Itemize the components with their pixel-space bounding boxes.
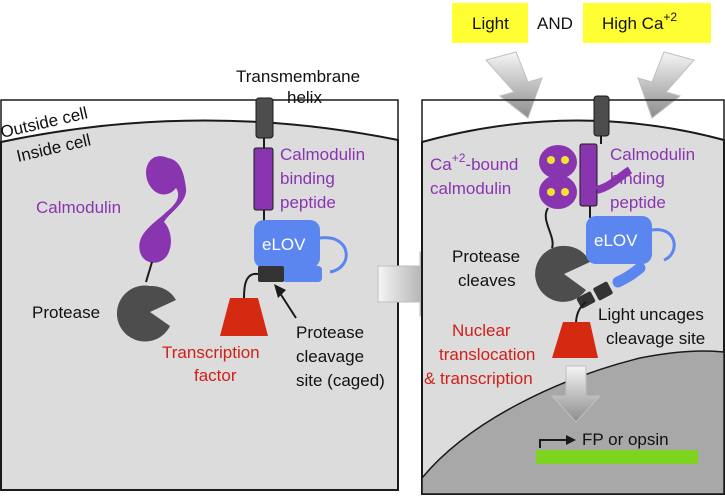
elov-label-left: eLOV: [262, 235, 306, 254]
transmembrane-label-line1: Transmembrane: [236, 67, 360, 86]
ca-bound-suffix: -bound: [465, 155, 518, 174]
nuclear-translocation-label-line2: translocation: [439, 345, 535, 364]
nuclear-translocation-label-line1: Nuclear: [452, 321, 511, 340]
left-cell-body: [0, 119, 399, 491]
transcription-factor-label-line2: factor: [194, 366, 237, 385]
light-condition-box: [452, 3, 528, 43]
cleaved-site-fragment: [593, 281, 613, 301]
cbp-left-line1: Calmodulin: [280, 145, 365, 164]
cleavage-site-label-line2: cleavage: [296, 347, 364, 366]
calcium-ion: [547, 156, 555, 164]
cleaved-site-fragment: [576, 291, 596, 309]
ca-input-arrow: [637, 51, 695, 119]
elov-label-right: eLOV: [594, 231, 638, 250]
calmodulin-protease-linker-right: [544, 207, 554, 249]
calcium-ion: [547, 188, 555, 196]
transcription-factor-right: [552, 322, 598, 358]
calmodulin-binding-peptide-right: [579, 143, 598, 207]
transmembrane-helix-left: [255, 97, 274, 139]
protease-shape-right: [535, 245, 590, 302]
calmodulin-binding-peptide-left: [253, 147, 274, 211]
elov-loop-right: [651, 228, 676, 262]
cbp-tail-right: [595, 166, 633, 194]
promoter-arrowhead: [566, 435, 576, 445]
ca-bound-calmodulin-label-line2: calmodulin: [430, 179, 511, 198]
cleavage-pointer-arrowhead: [274, 284, 286, 298]
fp-opsin-label: FP or opsin: [582, 430, 669, 449]
elov-box-left: [254, 220, 320, 268]
protease-shape: [116, 285, 176, 342]
light-condition-label: Light: [472, 14, 509, 33]
jalpha-released-right: [612, 262, 646, 288]
tf-linker-right: [575, 301, 587, 325]
ca-calmodulin-lobe-top: [539, 145, 577, 179]
high-ca-condition-label: High Ca+2: [602, 10, 677, 33]
transcription-factor-left: [220, 298, 268, 336]
ca-superscript: +2: [452, 151, 466, 165]
transmembrane-helix-right: [593, 95, 610, 137]
protease-cleaves-label-line1: Protease: [452, 247, 520, 266]
high-ca-superscript: +2: [663, 10, 677, 24]
elov-box-right: [586, 216, 652, 264]
jalpha-helix-left: [282, 266, 322, 282]
transcription-factor-label-line1: Transcription: [162, 343, 260, 362]
right-cell-panel: Ca+2-bound calmodulin Calmodulin binding…: [421, 95, 725, 495]
cbp-right-line3: peptide: [610, 193, 666, 212]
gene-bar: [536, 450, 698, 464]
high-ca-condition-box: [583, 3, 711, 43]
cbp-left-line2: binding: [280, 169, 335, 188]
promoter-arrow: [539, 439, 568, 448]
left-cell-panel: Outside cell Inside cell Calmodulin Prot…: [0, 67, 399, 491]
cleavage-site-label-line1: Protease: [296, 323, 364, 342]
elov-jalpha-loop-left: [319, 236, 348, 274]
protease-cleaves-label-line2: cleaves: [458, 271, 516, 290]
cbp-right-line1: Calmodulin: [610, 145, 695, 164]
and-label: AND: [537, 14, 573, 33]
translocation-arrow: [550, 365, 602, 423]
protease-label: Protease: [32, 303, 100, 322]
cbp-left-line3: peptide: [280, 193, 336, 212]
high-ca-text: High Ca: [602, 14, 664, 33]
calcium-ion: [561, 188, 569, 196]
ca-prefix: Ca: [430, 155, 452, 174]
light-input-arrow: [485, 51, 543, 119]
tf-linker-left: [243, 272, 259, 299]
transmembrane-label-line2: helix: [287, 88, 322, 107]
cbp-right-line2: binding: [610, 169, 665, 188]
light-uncages-label-line1: Light uncages: [598, 305, 704, 324]
calmodulin-label: Calmodulin: [36, 198, 121, 217]
ca-bound-calmodulin-label-line1: Ca+2-bound: [430, 151, 518, 174]
light-uncages-label-line2: cleavage site: [606, 329, 705, 348]
calmodulin-free-shape: [139, 156, 187, 263]
nuclear-translocation-label-line3: & transcription: [424, 369, 533, 388]
cleavage-site-label-line3: site (caged): [296, 371, 385, 390]
calcium-ion: [561, 156, 569, 164]
ca-calmodulin-lobe-bottom: [539, 175, 577, 209]
caged-cleavage-site-left: [258, 266, 284, 282]
calmodulin-protease-linker: [145, 261, 153, 283]
